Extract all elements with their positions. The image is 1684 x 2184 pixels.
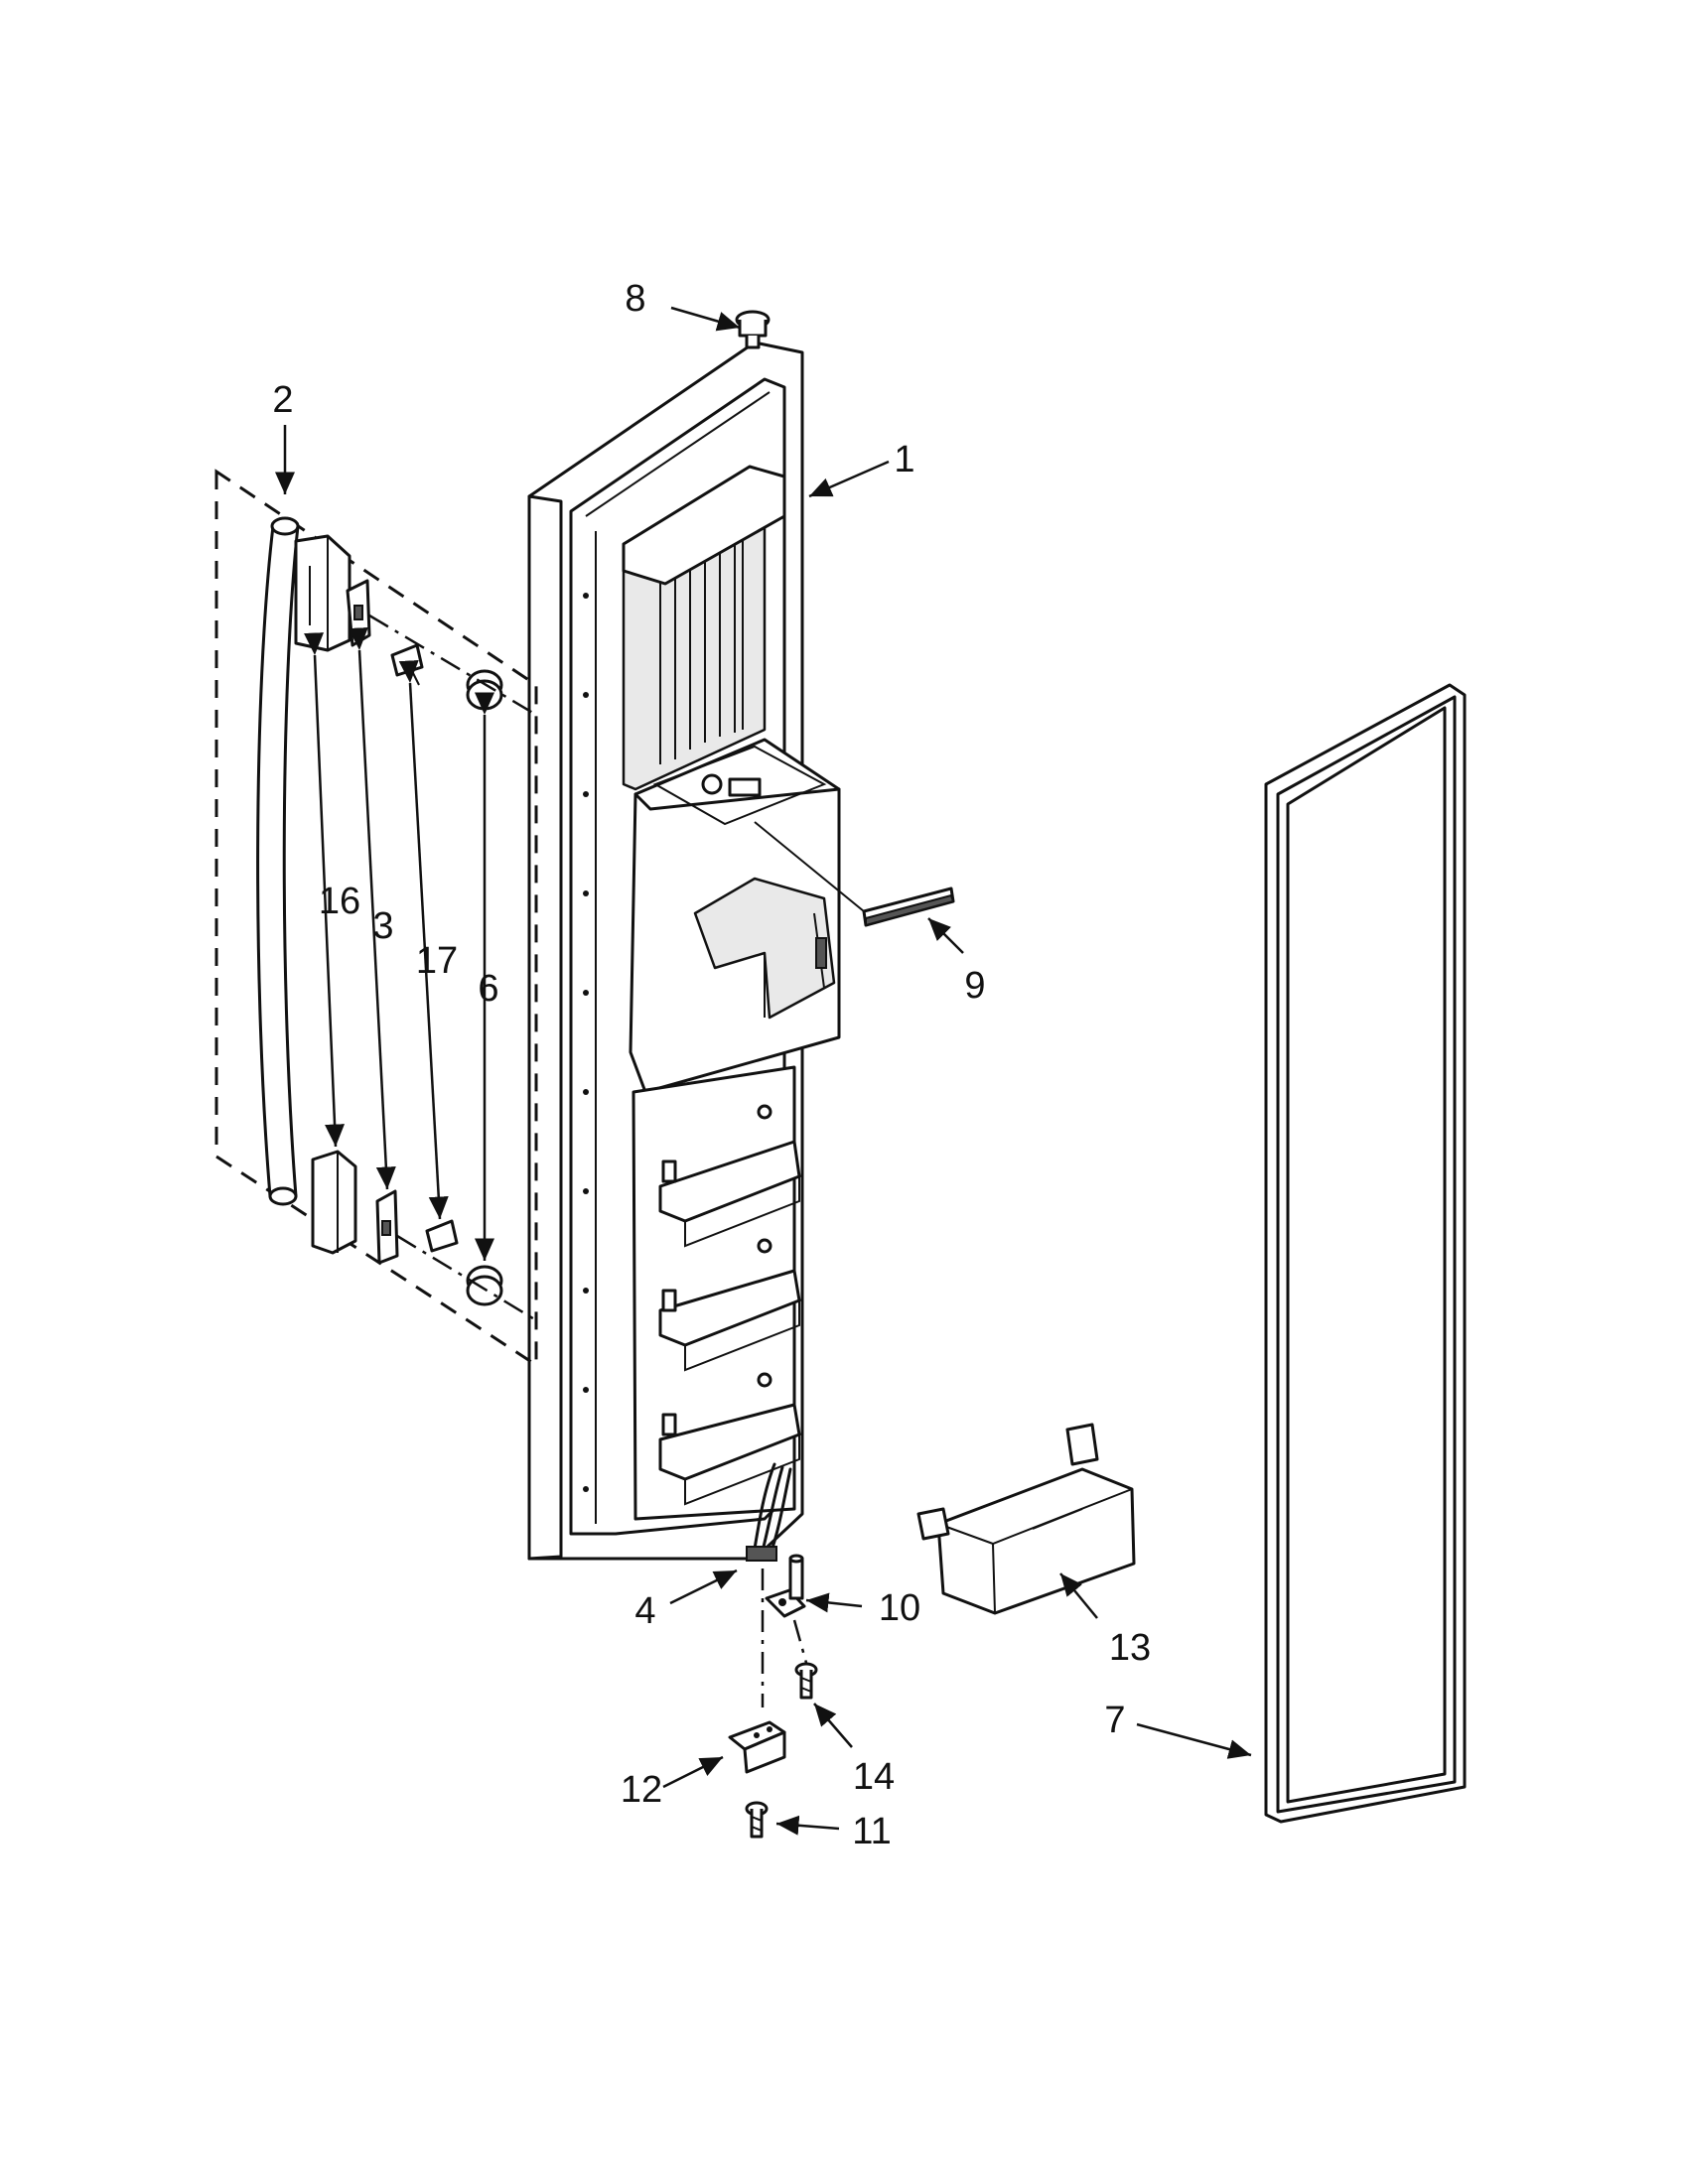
callout-3: 3	[372, 905, 393, 947]
leader-arrows	[275, 306, 1252, 1836]
callout-4: 4	[634, 1590, 655, 1632]
callout-8: 8	[625, 278, 645, 320]
callout-16: 16	[319, 881, 360, 922]
dispenser-housing	[629, 738, 841, 1094]
screw-11-part	[745, 1801, 769, 1839]
callout-1: 1	[894, 439, 914, 480]
door-shelves	[632, 1065, 801, 1521]
callout-10: 10	[879, 1587, 920, 1629]
hinge-part	[728, 1720, 786, 1774]
callout-11: 11	[852, 1811, 891, 1852]
callout-2: 2	[272, 379, 293, 421]
callout-12: 12	[621, 1769, 662, 1811]
door-gasket-part	[1264, 683, 1467, 1824]
callout-14: 14	[853, 1756, 895, 1798]
wire-harness-part	[746, 1462, 792, 1707]
handle-assembly	[214, 469, 538, 1368]
callout-17: 17	[416, 940, 458, 982]
gasket-rivets	[583, 593, 589, 1492]
callout-7: 7	[1104, 1700, 1125, 1741]
callout-6: 6	[478, 968, 498, 1010]
callout-9: 9	[964, 965, 985, 1007]
screw-14-part	[792, 1619, 818, 1700]
callout-13: 13	[1109, 1627, 1151, 1669]
hinge-pin-part	[765, 1554, 806, 1618]
top-plug-part	[735, 310, 771, 349]
door-bin-part	[916, 1423, 1136, 1615]
callout-labels: 8 2 1 16 3 17 6 9 4 10 13 7 14 12 11	[272, 278, 1151, 1852]
label-strip-part	[754, 821, 955, 927]
